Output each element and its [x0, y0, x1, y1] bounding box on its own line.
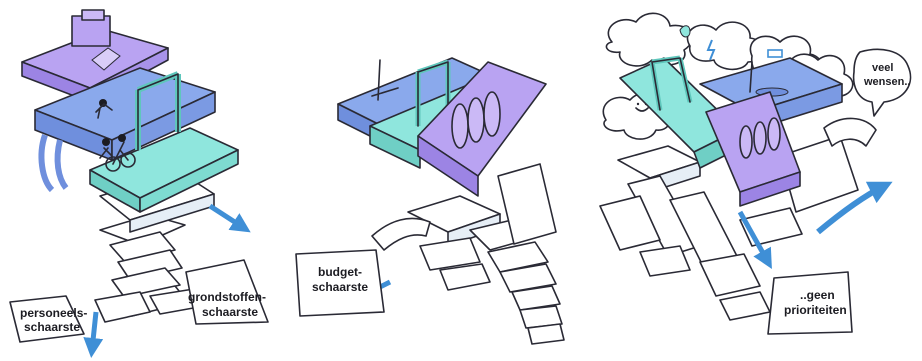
label-resources-line-1: grondstoffen- [188, 290, 266, 304]
label-priorities-line-1: ..geen [800, 288, 835, 302]
label-personnel-line-1: personeels- [20, 306, 87, 320]
panel-2-budget-scarcity: budget- schaarste [296, 58, 564, 344]
label-personnel-line-2: schaarste [24, 320, 80, 334]
panel-1-personnel-and-resource-scarcity: personeels- schaarste grondstoffen- scha… [10, 10, 268, 350]
label-priorities-line-2: prioriteiten [784, 303, 847, 317]
label-budget-line-2: schaarste [312, 280, 368, 294]
panel-1-arrow-down [92, 312, 96, 350]
label-budget-line-1: budget- [318, 265, 362, 279]
panel-2-block-tower [408, 164, 564, 344]
label-card-budget: budget- schaarste [296, 250, 384, 316]
bubble-wishes-line-1: veel [872, 62, 893, 74]
speech-bubble-wishes: veel wensen.. [854, 49, 911, 116]
label-card-personnel: personeels- schaarste [10, 296, 87, 342]
label-card-resources: grondstoffen- schaarste [186, 260, 268, 324]
bubble-wishes-line-2: wensen.. [863, 76, 910, 88]
panel-1-arrow-right [210, 206, 244, 228]
label-resources-line-2: schaarste [202, 305, 258, 319]
panel-3-many-wishes-no-priorities: veel wensen.. ..geen prioriteiten [600, 13, 911, 334]
label-card-priorities: ..geen prioriteiten [768, 272, 852, 334]
panel-3-hand [824, 118, 876, 146]
